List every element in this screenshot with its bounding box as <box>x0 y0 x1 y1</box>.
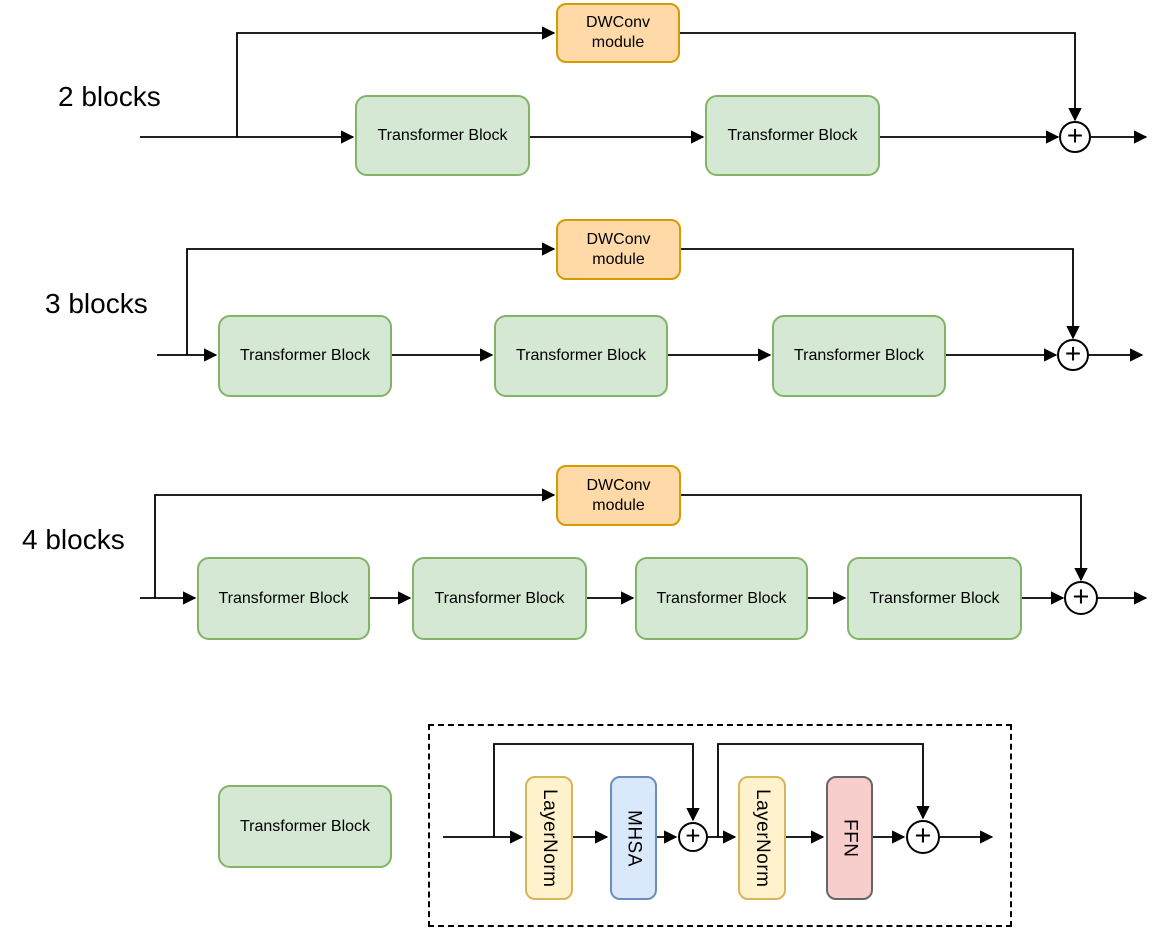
detail-skip1-arrow <box>493 743 700 837</box>
row3-transformer-block-1: Transformer Block <box>197 557 370 640</box>
detail-sum2-plus-icon: + <box>915 820 932 852</box>
row3-transformer-block-4-label: Transformer Block <box>869 589 1000 607</box>
row2-sum-node: + <box>1057 338 1089 371</box>
detail-sum1-node: + <box>678 821 708 852</box>
detail-sum2-node: + <box>906 820 940 854</box>
detail-sum2-circle <box>906 820 940 854</box>
row1-dwconv-label: DWConv module <box>585 14 650 51</box>
row3-sum-node: + <box>1064 581 1098 615</box>
row1-plus-icon: + <box>1067 120 1083 151</box>
row1-transformer-block-2: Transformer Block <box>705 95 880 176</box>
row3-transformer-block-3-label: Transformer Block <box>656 589 787 607</box>
row3-transformer-block-1-label: Transformer Block <box>218 589 349 607</box>
row2-transformer-block-3: Transformer Block <box>772 315 946 397</box>
row1-sum-circle <box>1059 121 1091 153</box>
detail-ffn-label: FFN <box>839 818 861 858</box>
transformer-block-detail-frame <box>428 724 1012 927</box>
row1-dwconv-module: DWConv module <box>556 3 680 63</box>
row1-transformer-block-2-label: Transformer Block <box>727 126 858 144</box>
row3-transformer-block-2-label: Transformer Block <box>434 589 565 607</box>
legend-transformer-block-label: Transformer Block <box>239 817 371 835</box>
row3-dwconv-to-sum-arrow <box>681 494 1088 582</box>
row2-transformer-block-3-label: Transformer Block <box>793 347 925 364</box>
row3-transformer-block-2: Transformer Block <box>412 557 587 640</box>
row2-dwconv-module: DWConv module <box>556 219 681 280</box>
detail-mhsa: MHSA <box>610 776 657 900</box>
detail-layernorm-1: LayerNorm <box>525 776 573 900</box>
row3-transformer-block-3: Transformer Block <box>635 557 808 640</box>
row3-plus-icon: + <box>1073 581 1090 613</box>
row2-transformer-block-1: Transformer Block <box>218 315 392 397</box>
detail-sum1-plus-icon: + <box>685 821 700 851</box>
row1-label: 2 blocks <box>58 81 161 112</box>
row1-sum-node: + <box>1059 120 1091 153</box>
row2-dwconv-to-sum-arrow <box>681 248 1080 340</box>
row2-transformer-block-2: Transformer Block <box>494 315 668 397</box>
row2-sum-circle <box>1057 339 1089 371</box>
row2-dwconv-label: DWConv module <box>586 230 651 268</box>
legend-transformer-block: Transformer Block <box>218 785 392 868</box>
row3-sum-circle <box>1064 581 1098 615</box>
row2-plus-icon: + <box>1065 338 1081 369</box>
detail-layernorm-1-label: LayerNorm <box>538 788 560 888</box>
row3-transformer-block-4: Transformer Block <box>847 557 1022 640</box>
detail-layernorm-2-label: LayerNorm <box>751 788 773 888</box>
row1-transformer-block-1-label: Transformer Block <box>377 126 508 144</box>
row1-dwconv-to-sum-arrow <box>680 32 1082 122</box>
row3-skip-to-dwconv-arrow <box>154 488 556 598</box>
row2-label: 3 blocks <box>45 288 148 319</box>
row2-transformer-block-1-label: Transformer Block <box>239 347 371 364</box>
row1-skip-to-dwconv-arrow <box>236 26 556 137</box>
detail-sum1-circle <box>678 822 708 852</box>
row2-skip-to-dwconv-arrow <box>186 242 556 355</box>
row3-label: 4 blocks <box>22 524 125 555</box>
detail-skip2-arrow <box>717 743 930 837</box>
row3-dwconv-module: DWConv module <box>556 465 681 526</box>
row2-transformer-block-2-label: Transformer Block <box>515 347 647 364</box>
detail-mhsa-label: MHSA <box>623 809 645 867</box>
detail-layernorm-2: LayerNorm <box>738 776 786 900</box>
row3-dwconv-label: DWConv module <box>586 476 651 514</box>
row1-transformer-block-1: Transformer Block <box>355 95 530 176</box>
detail-ffn: FFN <box>826 776 873 900</box>
